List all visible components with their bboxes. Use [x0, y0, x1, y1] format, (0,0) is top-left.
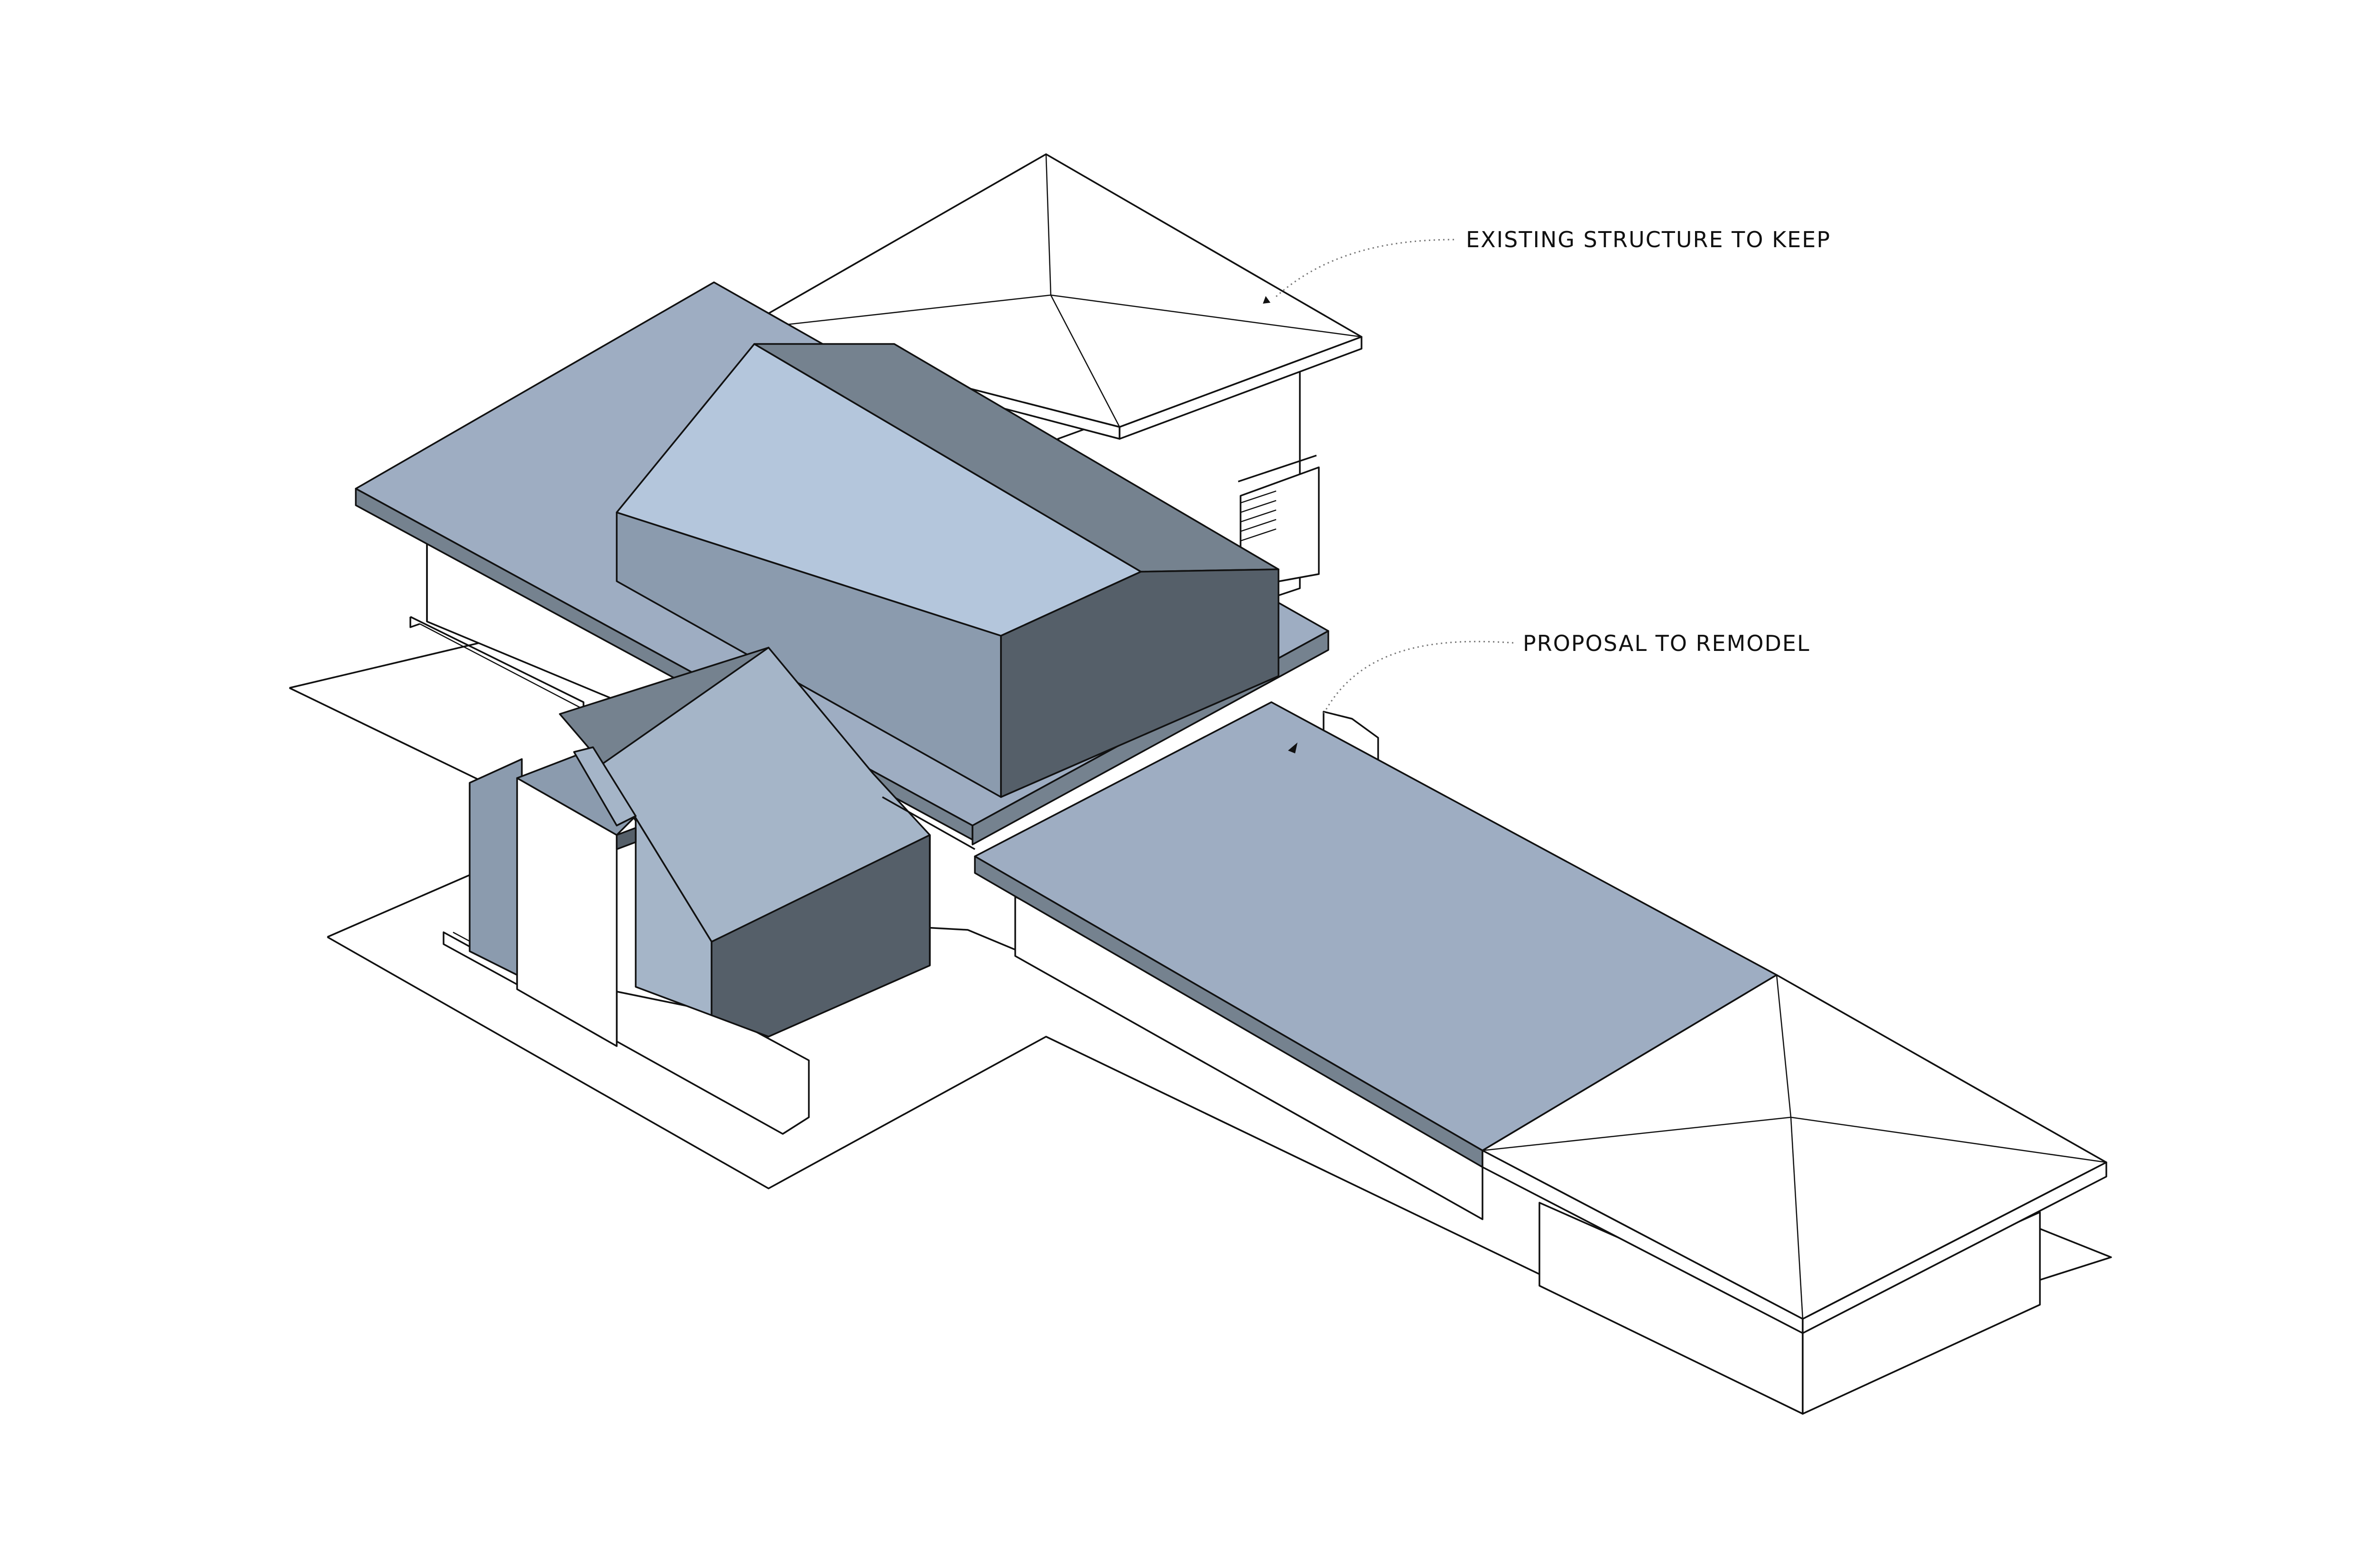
central-gabled-volume	[616, 343, 1279, 798]
right-long-wing	[882, 701, 1778, 1220]
front-left-wing	[443, 647, 931, 1135]
existing-structure-front	[1482, 974, 2107, 1415]
leader-existing	[1263, 239, 1455, 304]
arrowhead-icon	[1263, 296, 1270, 304]
arrowhead-icon	[1288, 742, 1297, 753]
label-existing-structure: EXISTING STRUCTURE TO KEEP	[1466, 227, 1831, 252]
label-proposal-remodel: PROPOSAL TO REMODEL	[1523, 631, 1810, 656]
leader-proposal	[1288, 640, 1514, 753]
